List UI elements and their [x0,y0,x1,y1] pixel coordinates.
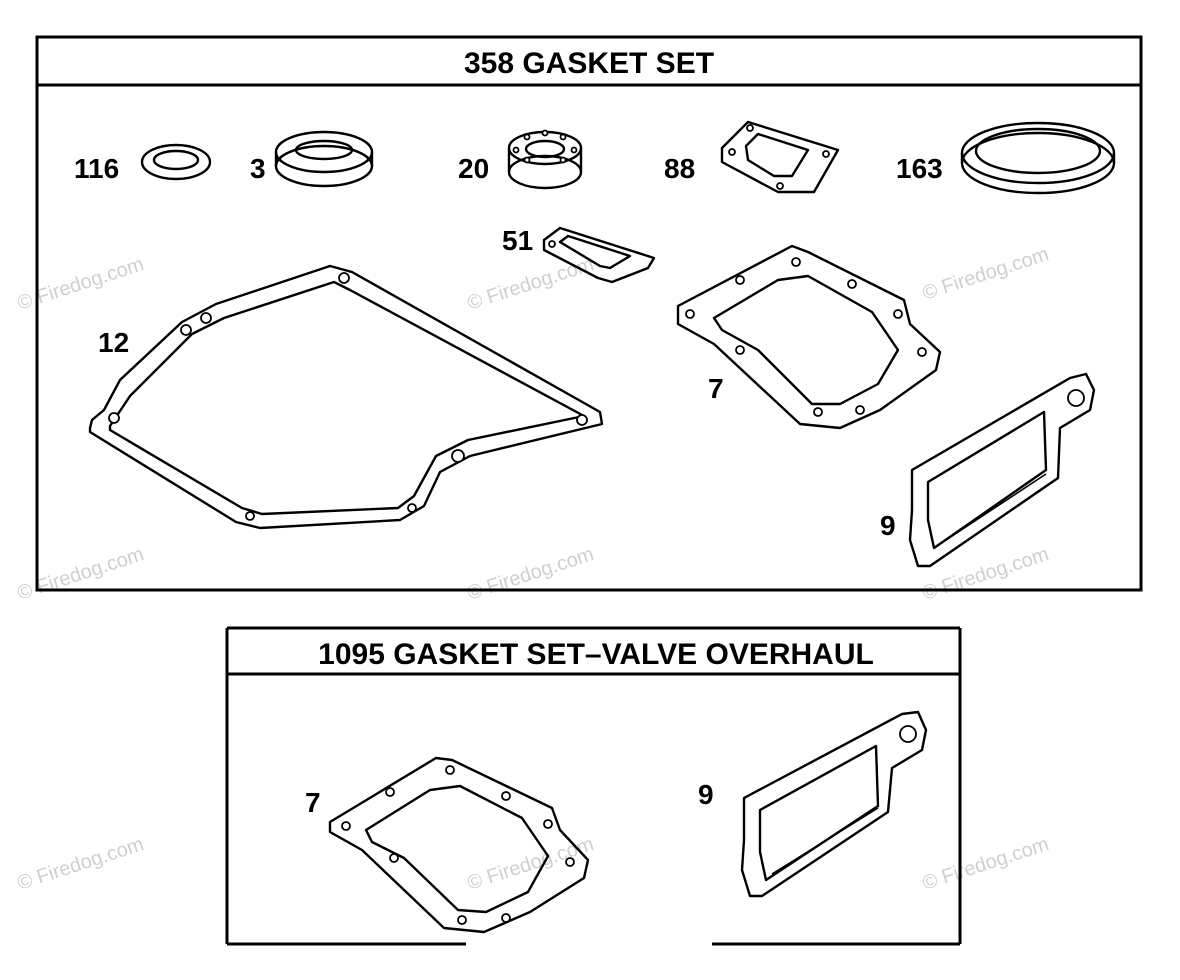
part-label-9: 9 [880,510,896,541]
part-label-88: 88 [664,153,695,184]
watermark: © Firedog.com [15,543,147,605]
part-label-3: 3 [250,153,266,184]
gasket-set-1095-panel: 1095 GASKET SET–VALVE OVERHAUL 7 9 [225,626,962,946]
part-label-7: 7 [708,373,724,404]
gasket-9 [908,372,1096,568]
gasket-12 [88,264,604,530]
panel-title: 1095 GASKET SET–VALVE OVERHAUL [318,638,874,671]
watermark: © Firedog.com [15,253,147,315]
part-label-51: 51 [502,225,533,256]
watermarks: © Firedog.com © Firedog.com © Firedog.co… [15,243,1052,895]
o-ring-116 [140,143,212,181]
part-label-20: 20 [458,153,489,184]
gasket-7 [328,756,590,934]
part-label-163: 163 [896,153,943,184]
ring-163 [960,121,1116,195]
gasket-set-358-panel: 358 GASKET SET 116 3 20 [35,35,1143,592]
oil-seal-3 [274,130,374,188]
gasket-51 [542,226,656,284]
watermark: © Firedog.com [465,543,597,605]
part-label-7: 7 [305,787,321,818]
watermark: © Firedog.com [15,833,147,895]
part-label-116: 116 [74,153,119,184]
panel-frame [35,35,1143,592]
gasket-9 [740,710,928,898]
watermark: © Firedog.com [920,543,1052,605]
panel-title: 358 GASKET SET [464,47,714,80]
part-label-9: 9 [698,779,714,810]
gasket-7 [676,244,942,430]
watermark: © Firedog.com [920,243,1052,305]
watermark: © Firedog.com [465,253,597,315]
watermark: © Firedog.com [920,833,1052,895]
part-label-12: 12 [98,327,129,358]
gasket-88 [720,120,840,194]
seal-20 [507,129,583,190]
